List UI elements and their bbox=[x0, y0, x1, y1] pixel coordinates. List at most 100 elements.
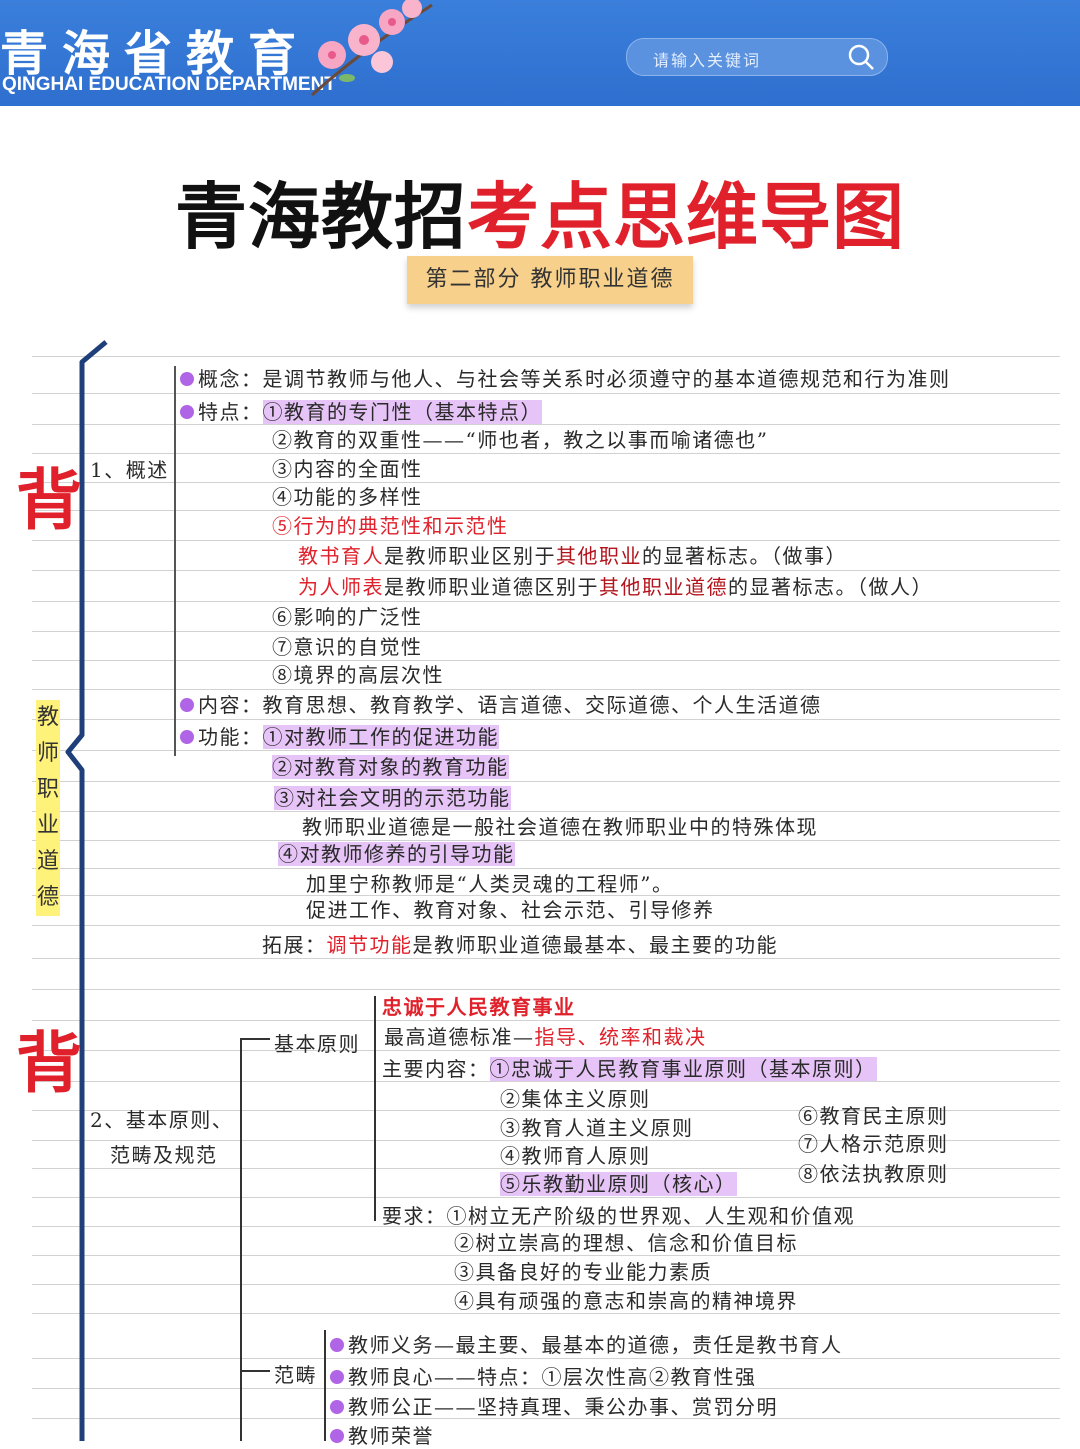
ruled-line bbox=[32, 840, 1060, 841]
ruled-line bbox=[32, 540, 1060, 541]
function-label: 功能： bbox=[198, 725, 263, 749]
ruled-line bbox=[32, 1050, 1060, 1051]
trait-8: ⑧境界的高层次性 bbox=[272, 663, 444, 687]
ruled-line bbox=[32, 719, 1060, 720]
principle-6: ⑥教育民主原则 bbox=[798, 1104, 949, 1128]
traits-line: 特点：①教育的专门性（基本特点） bbox=[180, 396, 542, 425]
bullet-icon bbox=[180, 371, 194, 386]
key-term: 调节功能 bbox=[326, 933, 413, 957]
ruled-line bbox=[32, 393, 1060, 394]
category-bracket bbox=[324, 1330, 326, 1441]
function-1: ①对教师工作的促进功能 bbox=[262, 725, 499, 749]
extension-line: 拓展：调节功能是教师职业道德最基本、最主要的功能 bbox=[262, 929, 778, 958]
ruled-line bbox=[32, 660, 1060, 661]
ruled-line bbox=[32, 989, 1060, 990]
requirement-2: ②树立崇高的理想、信念和价值目标 bbox=[454, 1231, 798, 1255]
bullet-icon bbox=[180, 729, 194, 744]
ruled-line bbox=[32, 689, 1060, 690]
function-4-note-2: 促进工作、教育对象、社会示范、引导修养 bbox=[306, 898, 715, 922]
section2-bracket bbox=[240, 1038, 242, 1441]
highest-standard: 最高道德标准—指导、统率和裁决 bbox=[384, 1021, 707, 1050]
ruled-line bbox=[32, 1110, 1060, 1111]
search-input[interactable]: 请输入关键词 bbox=[653, 51, 762, 70]
page-title: 青海教招考点思维导图 bbox=[0, 158, 1080, 263]
requirement-3: ③具备良好的专业能力素质 bbox=[454, 1260, 712, 1284]
concept-text: 概念：是调节教师与他人、与社会等关系时必须遵守的基本道德规范和行为准则 bbox=[198, 367, 951, 391]
function-4-text: ④对教师修养的引导功能 bbox=[278, 842, 515, 866]
note-text: 是教师职业道德区别于 bbox=[384, 575, 599, 599]
title-part1: 青海教招 bbox=[174, 175, 467, 259]
main-brace bbox=[65, 340, 108, 1441]
bullet-icon bbox=[330, 1428, 344, 1443]
trait-2: ②教育的双重性——“师也者，教之以事而喻诸德也” bbox=[272, 428, 769, 452]
ruled-line bbox=[32, 895, 1060, 896]
loyalty-heading: 忠诚于人民教育事业 bbox=[382, 995, 576, 1019]
ruled-line bbox=[32, 510, 1060, 511]
bullet-icon bbox=[180, 404, 194, 419]
requirement-4: ④具有顽强的意志和崇高的精神境界 bbox=[454, 1289, 798, 1313]
bullet-icon bbox=[330, 1369, 344, 1384]
ruled-line bbox=[32, 1197, 1060, 1198]
key-term: 教书育人 bbox=[298, 544, 384, 568]
function-2: ②对教育对象的教育功能 bbox=[272, 751, 509, 780]
function-4-note-1: 加里宁称教师是“人类灵魂的工程师”。 bbox=[306, 872, 674, 896]
ruled-line bbox=[32, 958, 1060, 959]
trait-5: ⑤行为的典范性和示范性 bbox=[272, 514, 509, 538]
ruled-line bbox=[32, 925, 1060, 926]
function-3-note: 教师职业道德是一般社会道德在教师职业中的特殊体现 bbox=[302, 815, 818, 839]
ruled-line bbox=[32, 482, 1060, 483]
category-4: 教师荣誉 bbox=[330, 1420, 434, 1449]
trait-7: ⑦意识的自觉性 bbox=[272, 635, 423, 659]
content-line: 内容：教育思想、教育教学、语言道德、交际道德、个人生活道德 bbox=[180, 689, 822, 718]
section-subtitle: 第二部分 教师职业道德 bbox=[407, 256, 693, 304]
key-term: 其他职业道德 bbox=[599, 575, 728, 599]
concept-line: 概念：是调节教师与他人、与社会等关系时必须遵守的基本道德规范和行为准则 bbox=[180, 363, 951, 392]
ruled-line bbox=[32, 424, 1060, 425]
ruled-line bbox=[32, 1168, 1060, 1169]
function-3-text: ③对社会文明的示范功能 bbox=[274, 786, 511, 810]
vertical-topic-label: 教师职业道德 bbox=[36, 700, 60, 916]
note-text: 的显著标志。（做事） bbox=[642, 544, 847, 568]
ruled-line bbox=[32, 750, 1060, 751]
trait-5-note-b: 为人师表是教师职业道德区别于其他职业道德的显著标志。（做人） bbox=[298, 571, 933, 600]
blossom-decoration-icon bbox=[310, 0, 433, 97]
basic-principle-bracket bbox=[374, 996, 376, 1221]
ruled-line bbox=[32, 601, 1060, 602]
search-box[interactable]: 请输入关键词 bbox=[626, 38, 888, 76]
ruled-line bbox=[32, 868, 1060, 869]
ruled-line bbox=[32, 1255, 1060, 1256]
section1-label: 1、概述 bbox=[90, 458, 169, 482]
principle-3: ③教育人道主义原则 bbox=[500, 1116, 694, 1140]
memorize-mark: 背 bbox=[16, 461, 82, 539]
category-2: 教师良心——特点：①层次性高②教育性强 bbox=[330, 1361, 757, 1390]
note-text: 是教师职业区别于 bbox=[384, 544, 556, 568]
ruled-line bbox=[32, 570, 1060, 571]
memorize-mark: 背 bbox=[16, 1024, 82, 1102]
category-4-text: 教师荣誉 bbox=[348, 1424, 434, 1448]
site-header: 青海省教育 QINGHAI EDUCATION DEPARTMENT 请输入关键… bbox=[0, 0, 1080, 106]
section1-bracket bbox=[174, 366, 176, 756]
principle-7: ⑦人格示范原则 bbox=[798, 1132, 949, 1156]
requirement-label: 要求： bbox=[382, 1204, 447, 1228]
ruled-line bbox=[32, 811, 1060, 812]
site-logo-cn[interactable]: 青海省教育 bbox=[0, 26, 311, 82]
extension-label: 拓展： bbox=[262, 933, 327, 957]
function-line: 功能：①对教师工作的促进功能 bbox=[180, 721, 499, 750]
search-icon[interactable] bbox=[847, 43, 875, 71]
category-1: 教师义务—最主要、最基本的道德，责任是教书育人 bbox=[330, 1329, 843, 1358]
site-logo-en: QINGHAI EDUCATION DEPARTMENT bbox=[2, 74, 336, 95]
basic-principle-label: 基本原则 bbox=[274, 1032, 360, 1056]
branch-connector bbox=[240, 1038, 270, 1040]
branch-connector bbox=[240, 1370, 270, 1372]
ruled-line bbox=[32, 1388, 1060, 1389]
section2-label-line1: 2、基本原则、 bbox=[90, 1108, 234, 1132]
requirement-1: ①树立无产阶级的世界观、人生观和价值观 bbox=[446, 1204, 855, 1228]
ruled-line bbox=[32, 1313, 1060, 1314]
function-3: ③对社会文明的示范功能 bbox=[274, 782, 511, 811]
ruled-line bbox=[32, 631, 1060, 632]
main-content-label: 主要内容： bbox=[382, 1057, 490, 1081]
bullet-icon bbox=[330, 1399, 344, 1414]
trait-3: ③内容的全面性 bbox=[272, 457, 423, 481]
standard-label: 最高道德标准— bbox=[384, 1025, 535, 1049]
trait-6: ⑥影响的广泛性 bbox=[272, 605, 423, 629]
